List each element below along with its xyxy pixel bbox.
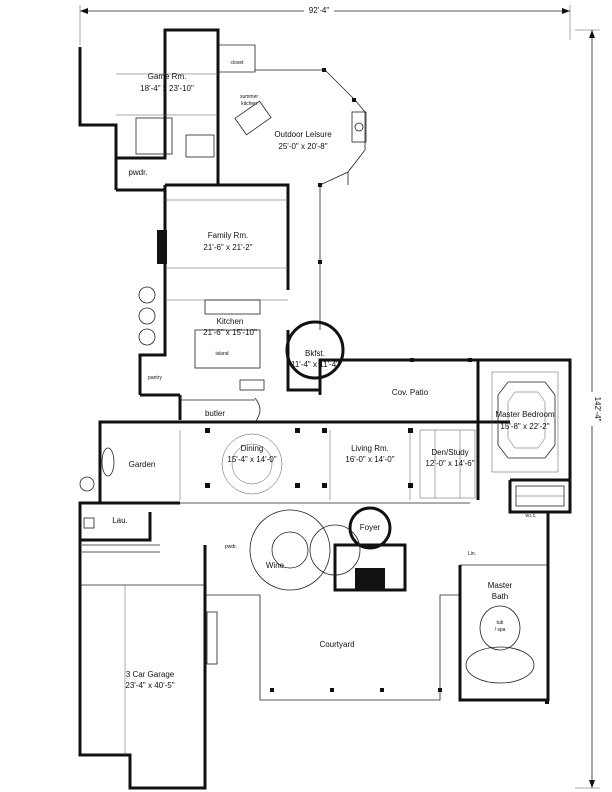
wic-label: w.i.c. [525, 513, 536, 519]
outdoor-leisure-size: 25'-0" x 20'-8" [278, 142, 327, 151]
game-rm-label: Game Rm. [148, 72, 187, 81]
summer-kitchen-line2: kitchen [241, 101, 257, 107]
pantry-label: pantry [148, 375, 162, 381]
closet-label: closet [230, 60, 244, 66]
family-rm-size: 21'-6" x 21'-2" [203, 243, 252, 252]
garden-label: Garden [129, 460, 156, 469]
master-bedroom-size: 15'-8" x 22'-2" [500, 422, 549, 431]
kitchen-size: 21'-6" x 15'-10" [203, 328, 257, 337]
master-bath-line1: Master [488, 581, 513, 590]
room-labels: Game Rm. 18'-4" x 23'-10" closet summer … [112, 60, 555, 690]
right-dimension-line: 142'-4" [575, 29, 602, 789]
overall-width-label: 92'-4" [309, 6, 330, 15]
kitchen-label: Kitchen [217, 317, 244, 326]
game-rm-size: 18'-4" x 23'-10" [140, 84, 194, 93]
interior-details [79, 73, 565, 755]
garage-size: 23'-4" x 40'-5" [125, 681, 174, 690]
dining-size: 15'-4" x 14'-0" [227, 455, 276, 464]
den-study-size: 12'-0" x 14'-6" [425, 459, 474, 468]
foyer-label: Foyer [360, 523, 381, 532]
family-rm-label: Family Rm. [208, 231, 248, 240]
entry-label: Entry [361, 577, 380, 586]
dining-label: Dining [241, 444, 264, 453]
columns [205, 68, 549, 704]
bkfst-label: Bkfst. [305, 349, 325, 358]
bkfst-size: 11'-4" x 11'-4" [291, 360, 339, 369]
living-rm-label: Living Rm. [351, 444, 389, 453]
pwdr-upper-label: pwdr. [128, 168, 147, 177]
cov-patio-label: Cov. Patio [392, 388, 429, 397]
exterior-walls [78, 28, 572, 790]
lau-label: Lau. [112, 516, 128, 525]
living-rm-size: 16'-0" x 14'-0" [345, 455, 394, 464]
garage-label: 3 Car Garage [126, 670, 175, 679]
tub-label-line2: / spa [495, 627, 506, 633]
overall-depth-label: 142'-4" [593, 397, 602, 422]
den-study-label: Den/Study [431, 448, 468, 457]
summer-kitchen-line1: summer [240, 94, 258, 100]
outdoor-leisure-label: Outdoor Leisure [274, 130, 332, 139]
master-bedroom-label: Master Bedroom [495, 410, 554, 419]
island-label: island [215, 351, 228, 357]
pwdr-lower-label: pwdr. [225, 544, 237, 550]
courtyard-label: Courtyard [319, 640, 354, 649]
butler-label: butler [205, 409, 225, 418]
lin-label: Lin. [468, 551, 476, 557]
wine-label: Wine [266, 561, 285, 570]
master-bath-line2: Bath [492, 592, 508, 601]
tub-label-line1: tub [497, 620, 504, 626]
top-dimension-line: 92'-4" [79, 4, 571, 45]
